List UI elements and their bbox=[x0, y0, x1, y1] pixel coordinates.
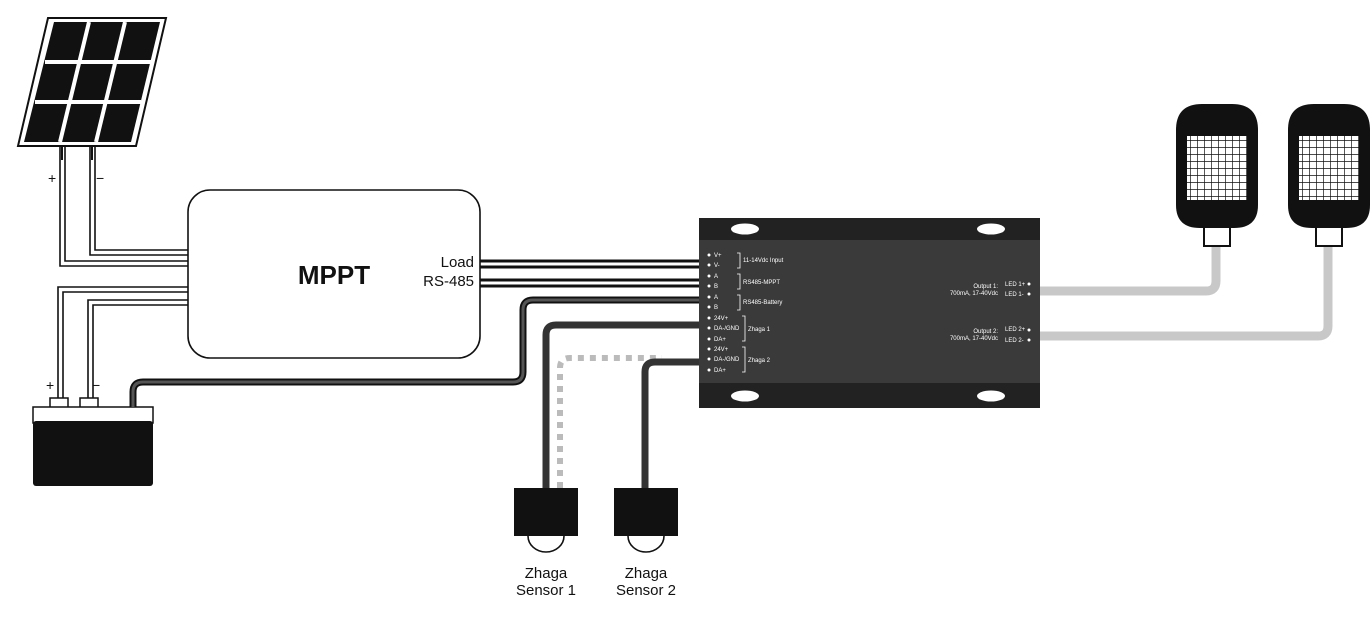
battery-minus-label: − bbox=[92, 377, 100, 393]
pin-label: B bbox=[714, 305, 718, 311]
mppt-load-label: Load bbox=[441, 254, 474, 271]
sensor2-label-line2: Sensor 2 bbox=[616, 582, 676, 599]
sensor2-label-line1: Zhaga bbox=[625, 565, 668, 582]
zhaga-sensor-1-icon bbox=[514, 488, 578, 553]
pin-label: A bbox=[714, 295, 718, 301]
led-luminaire-1-icon bbox=[1176, 104, 1258, 247]
mppt-title: MPPT bbox=[298, 260, 370, 290]
mppt-controller-wires bbox=[480, 259, 702, 288]
group-zhaga1-label: Zhaga 1 bbox=[748, 327, 771, 333]
controller-box bbox=[699, 218, 1040, 408]
panel-minus-label: − bbox=[96, 170, 104, 186]
battery-wires bbox=[57, 286, 188, 398]
led1-pos-pin: LED 1+ bbox=[1005, 282, 1026, 288]
battery-icon bbox=[32, 397, 154, 486]
pin-label: DA+ bbox=[714, 368, 726, 374]
pin-label: A bbox=[714, 274, 718, 280]
mppt-rs485-label: RS-485 bbox=[423, 273, 474, 290]
group-rs485-battery-label: RS485-Battery bbox=[743, 300, 782, 306]
led2-pos-pin: LED 2+ bbox=[1005, 327, 1026, 333]
panel-plus-label: + bbox=[48, 170, 56, 186]
controller-brackets bbox=[737, 252, 746, 373]
zhaga2-cable bbox=[641, 358, 702, 490]
zhaga-sensor-2-icon bbox=[614, 488, 678, 553]
pin-label: DA-/GND bbox=[714, 357, 740, 363]
battery-plus-label: + bbox=[46, 377, 54, 393]
pin-label: 24V+ bbox=[714, 316, 729, 322]
output2-line1: Output 2: bbox=[973, 329, 998, 335]
led-luminaire-2-icon bbox=[1288, 104, 1370, 247]
output2-line2: 700mA, 17-40Vdc bbox=[950, 336, 998, 342]
controller-left-pins: V+ V- A B A B 24V+ DA-/GND DA+ 24V+ DA-/… bbox=[707, 253, 740, 374]
pin-label: 24V+ bbox=[714, 347, 729, 353]
led1-neg-pin: LED 1- bbox=[1005, 292, 1024, 298]
pin-label: DA-/GND bbox=[714, 326, 740, 332]
pin-label: V+ bbox=[714, 253, 722, 259]
mppt-box bbox=[187, 189, 481, 359]
group-rs485-mppt-label: RS485-MPPT bbox=[743, 280, 780, 286]
sensor1-dotted-link bbox=[557, 355, 662, 488]
group-input-label: 11-14Vdc Input bbox=[743, 258, 784, 264]
output1-line2: 700mA, 17-40Vdc bbox=[950, 291, 998, 297]
solar-panel-icon bbox=[16, 17, 168, 160]
zhaga1-cable bbox=[542, 321, 702, 490]
pin-label: V- bbox=[714, 263, 720, 269]
led2-neg-pin: LED 2- bbox=[1005, 338, 1024, 344]
led2-cable bbox=[1035, 245, 1333, 341]
sensor1-label-line1: Zhaga bbox=[525, 565, 568, 582]
output1-line1: Output 1: bbox=[973, 284, 998, 290]
panel-wires bbox=[59, 146, 188, 267]
group-zhaga2-label: Zhaga 2 bbox=[748, 358, 771, 364]
controller-outputs: Output 1: 700mA, 17-40Vdc LED 1+ LED 1- … bbox=[950, 282, 1031, 344]
pin-label: B bbox=[714, 284, 718, 290]
sensor1-label-line2: Sensor 1 bbox=[516, 582, 576, 599]
led1-cable bbox=[1035, 245, 1221, 296]
pin-label: DA+ bbox=[714, 337, 726, 343]
